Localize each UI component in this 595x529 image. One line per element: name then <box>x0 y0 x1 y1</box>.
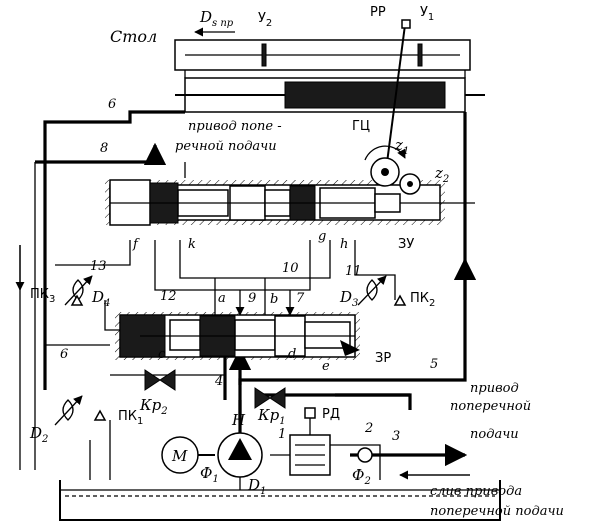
label-c: c <box>158 347 166 362</box>
label-a: a <box>218 291 226 306</box>
cock-kr2 <box>144 369 161 391</box>
label-privod-right-2: поперечной <box>450 399 531 414</box>
label-privod-top-2: речной подачи <box>175 139 277 154</box>
check-valve-pk2 <box>393 294 407 306</box>
label-pk1: ПК1 <box>118 409 143 427</box>
label-privod-top-1: привод попе - <box>188 119 282 134</box>
label-ds: Ds пр <box>199 8 234 29</box>
label-pd: РД <box>322 407 340 422</box>
label-d2: D2 <box>29 424 48 445</box>
label-n12: 12 <box>160 289 177 304</box>
labels: Ds пр Стол У2 РР У1 6 привод попе - речн… <box>29 5 564 519</box>
cylinder-piston-zone <box>284 81 446 109</box>
label-kr2: Кр2 <box>139 396 168 417</box>
label-pk3: ПК3 <box>30 287 55 305</box>
filter-f2 <box>357 447 373 463</box>
label-d3: D3 <box>339 288 358 309</box>
label-n9: 9 <box>248 291 256 306</box>
label-d4: D4 <box>91 288 110 309</box>
piping <box>15 110 477 480</box>
label-stol: Стол <box>110 27 157 46</box>
label-f2: Ф2 <box>352 466 371 487</box>
label-privod-right-1: привод <box>470 381 519 396</box>
pump-station <box>161 407 373 490</box>
label-u1: У1 <box>420 5 434 23</box>
label-d1: D1 <box>247 476 266 497</box>
label-e: e <box>322 359 330 374</box>
zu-valve <box>105 145 475 226</box>
label-g: g <box>318 229 326 244</box>
label-k: k <box>188 237 196 252</box>
label-f: f <box>132 237 140 252</box>
check-valve-pk3 <box>70 294 84 306</box>
label-n2: 2 <box>364 421 373 436</box>
label-gc: ГЦ <box>352 119 370 134</box>
throttle-d4 <box>72 279 84 301</box>
stop-u1 <box>417 43 423 67</box>
tank-body <box>59 480 501 521</box>
reversing-lever <box>384 24 406 179</box>
label-n10: 10 <box>282 261 299 276</box>
label-h-pump: Н <box>231 411 246 429</box>
zr-valve <box>115 312 360 360</box>
label-n4: 4 <box>214 374 223 389</box>
tank <box>59 480 501 521</box>
label-n11: 11 <box>345 264 362 279</box>
check-valve-pk1 <box>93 409 107 421</box>
label-n3: 3 <box>392 429 400 444</box>
label-zu: ЗУ <box>398 237 414 252</box>
label-z2: z2 <box>434 164 449 185</box>
label-n7: 7 <box>296 291 305 306</box>
label-zr: ЗР <box>375 351 391 366</box>
throttles <box>54 275 407 426</box>
throttle-d2 <box>62 399 74 421</box>
label-b: b <box>270 292 278 307</box>
label-pk2: ПК2 <box>410 291 435 309</box>
label-n1: 1 <box>278 427 286 442</box>
label-n6-mid: 6 <box>60 347 68 362</box>
label-n6-top: 6 <box>108 97 116 112</box>
label-pp: РР <box>370 5 386 20</box>
label-u2: У2 <box>258 11 272 29</box>
label-f1: Ф1 <box>200 464 219 485</box>
cock-kr1 <box>254 387 271 409</box>
label-n5: 5 <box>430 357 438 372</box>
label-n13: 13 <box>90 259 107 274</box>
label-d: d <box>288 347 296 362</box>
stop-u2 <box>261 43 267 67</box>
table-assembly <box>174 19 485 179</box>
label-n8: 8 <box>100 141 108 156</box>
label-sliv-2: поперечной подачи <box>430 504 564 519</box>
label-h: h <box>340 237 348 252</box>
label-z1: z1 <box>394 136 409 157</box>
cocks <box>144 369 286 409</box>
label-kr1: Кр1 <box>257 406 286 427</box>
label-m: М <box>171 447 188 465</box>
label-privod-right-3: подачи <box>470 427 519 442</box>
label-sliv-1: слив привода <box>430 484 522 499</box>
